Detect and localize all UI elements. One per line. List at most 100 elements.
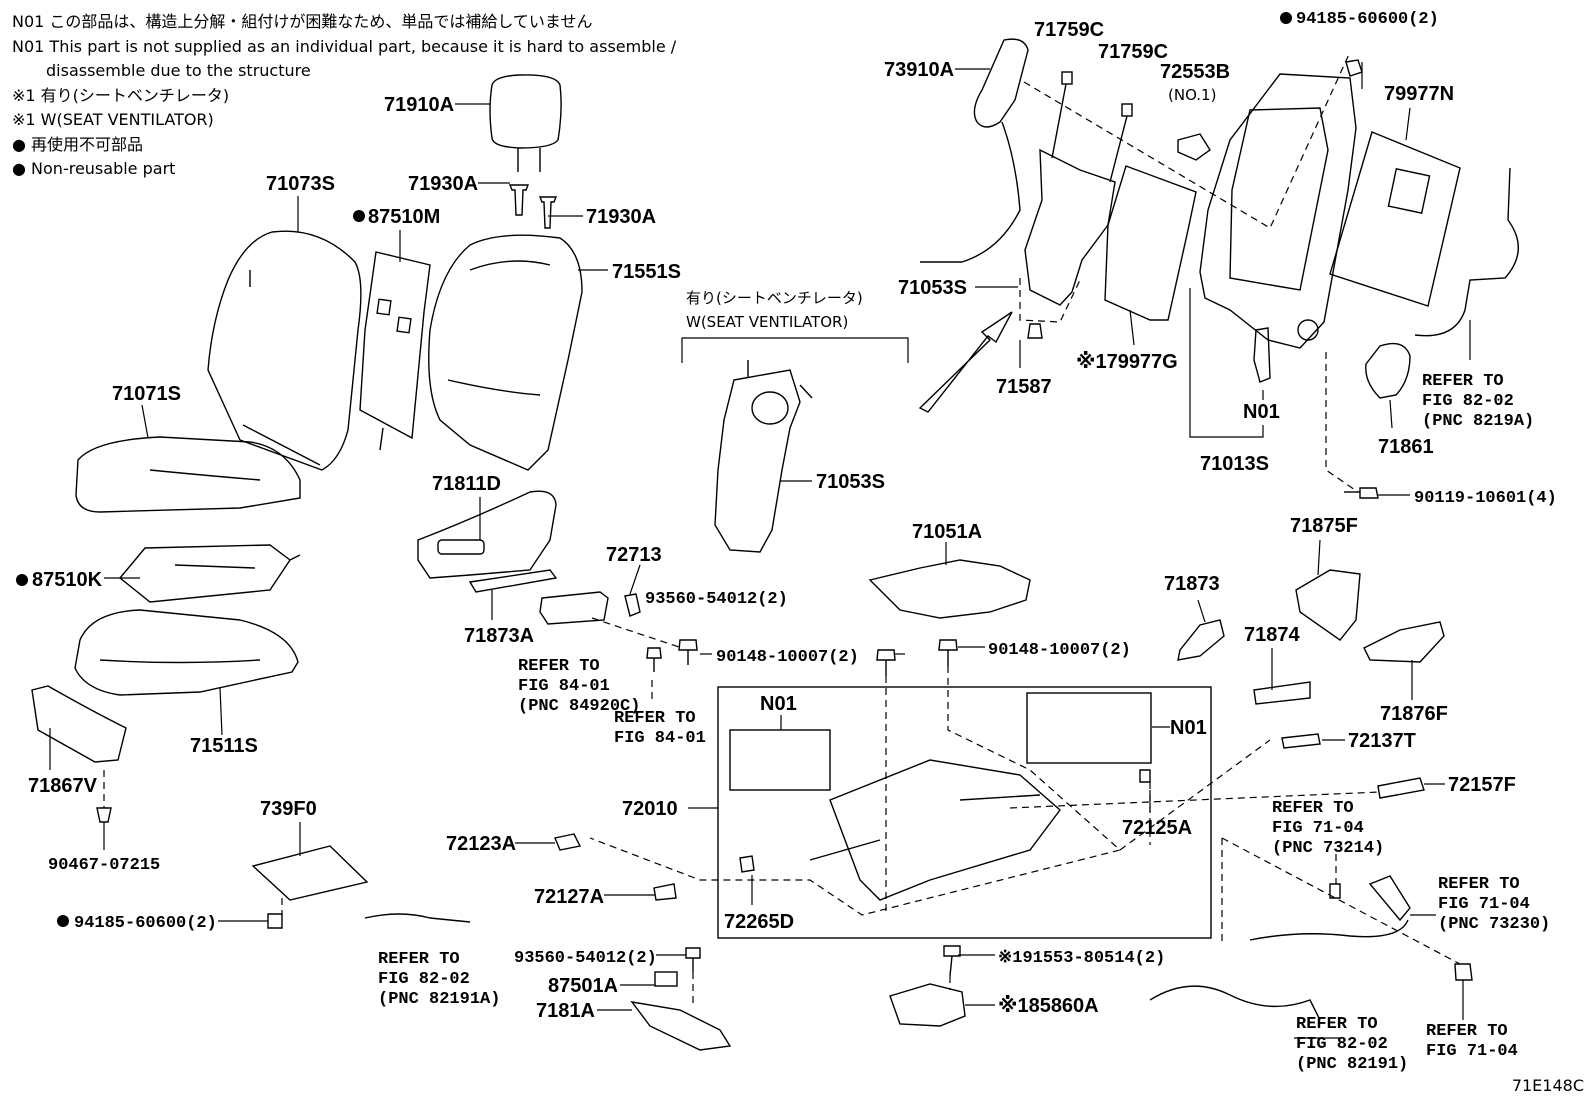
hinge-cover-part	[1365, 342, 1411, 399]
part-label-72265D[interactable]: 72265D	[724, 911, 794, 933]
lever-part	[1177, 133, 1211, 161]
ref-line: REFER TO	[614, 709, 696, 728]
part-label-90148-a[interactable]: 90148-10007(2)	[716, 648, 859, 667]
part-label-71873[interactable]: 71873	[1164, 573, 1220, 595]
ref-line: FIG 82-02	[1422, 392, 1514, 411]
part-label-72127A[interactable]: 72127A	[534, 886, 604, 908]
refer-fig-84-01-pnc-84920c[interactable]: REFER TO FIG 84-01 (PNC 84920C)	[518, 657, 640, 716]
part-label-71875F[interactable]: 71875F	[1290, 515, 1358, 537]
track-cover-parts	[1281, 733, 1425, 799]
part-label-72553B[interactable]: 72553B	[1160, 61, 1230, 83]
part-label-71587[interactable]: 71587	[996, 376, 1052, 398]
part-label-71013S[interactable]: 71013S	[1200, 453, 1269, 475]
part-label-90467[interactable]: 90467-07215	[48, 856, 160, 875]
ref-line: REFER TO	[1296, 1015, 1378, 1034]
part-label-90119[interactable]: 90119-10601(4)	[1414, 489, 1557, 508]
ventilator-frame-part	[714, 360, 813, 553]
fastener-parts	[96, 769, 1151, 901]
part-label-71811D[interactable]: 71811D	[432, 473, 501, 495]
ref-line: FIG 82-02	[378, 970, 470, 989]
dashed-guides	[103, 51, 1461, 1004]
bolt-part	[1344, 487, 1379, 499]
part-label-87501A[interactable]: 87501A	[548, 975, 618, 997]
part-label-93560-b[interactable]: 93560-54012(2)	[514, 949, 657, 968]
seat-cushion-pad-part	[74, 609, 299, 696]
ventilator-bracket	[681, 337, 909, 363]
cover-strip-part	[468, 569, 558, 593]
part-label-71551S[interactable]: 71551S	[612, 261, 681, 283]
part-label-71511S[interactable]: 71511S	[190, 735, 258, 757]
refer-fig-82-02-pnc-82191[interactable]: REFER TO FIG 82-02 (PNC 82191)	[1296, 1015, 1408, 1074]
refer-fig-82-02-pnc-8219a[interactable]: REFER TO FIG 82-02 (PNC 8219A)	[1422, 372, 1534, 431]
part-label-71051A[interactable]: 71051A	[912, 521, 982, 543]
part-label-n01-right[interactable]: N01	[1170, 717, 1207, 739]
ref-line: (PNC 8219A)	[1422, 412, 1534, 431]
ref-line: REFER TO	[1438, 875, 1520, 894]
note-n01-en-cont: disassemble due to the structure	[46, 61, 311, 80]
part-label-191553[interactable]: ※191553-80514(2)	[998, 949, 1165, 968]
part-label-71930A[interactable]: 71930A	[408, 173, 478, 195]
ref-line: FIG 84-01	[614, 729, 706, 748]
part-label-71930A-b[interactable]: 71930A	[586, 206, 656, 228]
part-label-79977G[interactable]: ※179977G	[1076, 351, 1178, 373]
refer-fig-71-04[interactable]: REFER TO FIG 71-04	[1426, 1022, 1518, 1061]
part-label-739F0[interactable]: 739F0	[260, 798, 317, 820]
ref-line: (PNC 84920C)	[518, 697, 640, 716]
part-label-94185-top[interactable]: 94185-60600(2)	[1296, 10, 1439, 29]
ref-line: (PNC 82191A)	[378, 990, 500, 1009]
part-label-71759C-b[interactable]: 71759C	[1098, 41, 1168, 63]
part-label-7181A[interactable]: 7181A	[536, 1000, 595, 1022]
refer-fig-84-01[interactable]: REFER TO FIG 84-01	[614, 709, 706, 748]
seatbelt-buckle-part	[1329, 875, 1473, 981]
part-label-72137T[interactable]: 72137T	[1348, 730, 1416, 752]
clip-part	[1027, 323, 1043, 339]
note-x1-en: ※1 W(SEAT VENTILATOR)	[12, 110, 214, 129]
note-n01-en: N01 This part is not supplied as an indi…	[12, 36, 677, 56]
part-label-71910A[interactable]: 71910A	[384, 94, 454, 116]
part-label-71861[interactable]: 71861	[1378, 436, 1434, 458]
part-label-72157F[interactable]: 72157F	[1448, 774, 1516, 796]
part-label-90148-b[interactable]: 90148-10007(2)	[988, 641, 1131, 660]
ref-line: REFER TO	[378, 950, 460, 969]
refer-fig-71-04-pnc-73230[interactable]: REFER TO FIG 71-04 (PNC 73230)	[1438, 875, 1550, 934]
part-label-87510K[interactable]: 87510K	[32, 569, 103, 591]
note-n01-jp: N01 この部品は、構造上分解・組付けが困難なため、単品では補給していません	[12, 12, 593, 31]
part-label-71053S-top[interactable]: 71053S	[898, 277, 967, 299]
part-label-72123A[interactable]: 72123A	[446, 833, 516, 855]
refer-fig-71-04-pnc-73214[interactable]: REFER TO FIG 71-04 (PNC 73214)	[1272, 799, 1384, 858]
ref-line: REFER TO	[518, 657, 600, 676]
part-label-73910A[interactable]: 73910A	[884, 59, 954, 81]
seat-adjuster-frame-part	[717, 686, 1212, 939]
part-label-72713[interactable]: 72713	[606, 544, 662, 566]
part-label-71073S[interactable]: 71073S	[266, 173, 335, 195]
part-label-94185-bottom[interactable]: 94185-60600(2)	[74, 914, 217, 933]
part-label-71759C[interactable]: 71759C	[1034, 19, 1104, 41]
part-label-79977N[interactable]: 79977N	[1384, 83, 1454, 105]
legend-notes: N01 この部品は、構造上分解・組付けが困難なため、単品では補給していません N…	[12, 10, 676, 182]
ref-line: REFER TO	[1422, 372, 1504, 391]
part-label-71867V[interactable]: 71867V	[28, 775, 98, 797]
part-label-72125A[interactable]: 72125A	[1122, 817, 1192, 839]
part-label-71053S-mid[interactable]: 71053S	[816, 471, 885, 493]
part-label-n01-left[interactable]: N01	[760, 693, 797, 715]
nut-part	[1345, 59, 1363, 77]
part-label-87510M[interactable]: 87510M	[368, 206, 440, 228]
ref-line: (PNC 73230)	[1438, 915, 1550, 934]
part-label-93560-a[interactable]: 93560-54012(2)	[645, 590, 788, 609]
part-label-n01-top[interactable]: N01	[1243, 401, 1280, 423]
part-label-71876F[interactable]: 71876F	[1380, 703, 1448, 725]
headrest-part	[489, 74, 562, 172]
inner-cover-part	[1295, 569, 1361, 641]
part-label-185860A[interactable]: ※185860A	[998, 995, 1099, 1017]
refer-fig-82-02-pnc-82191a[interactable]: REFER TO FIG 82-02 (PNC 82191A)	[378, 950, 500, 1009]
part-label-72010[interactable]: 72010	[622, 798, 678, 820]
back-board-part	[1329, 131, 1461, 307]
part-label-71873A[interactable]: 71873A	[464, 625, 534, 647]
part-label-71874[interactable]: 71874	[1244, 624, 1300, 646]
ref-line: (PNC 82191)	[1296, 1055, 1408, 1074]
bracket-parts	[630, 947, 732, 1051]
ventilator-motor-part	[889, 945, 966, 1027]
lumbar-support-part	[920, 38, 1029, 263]
part-label-71071S[interactable]: 71071S	[112, 383, 181, 405]
